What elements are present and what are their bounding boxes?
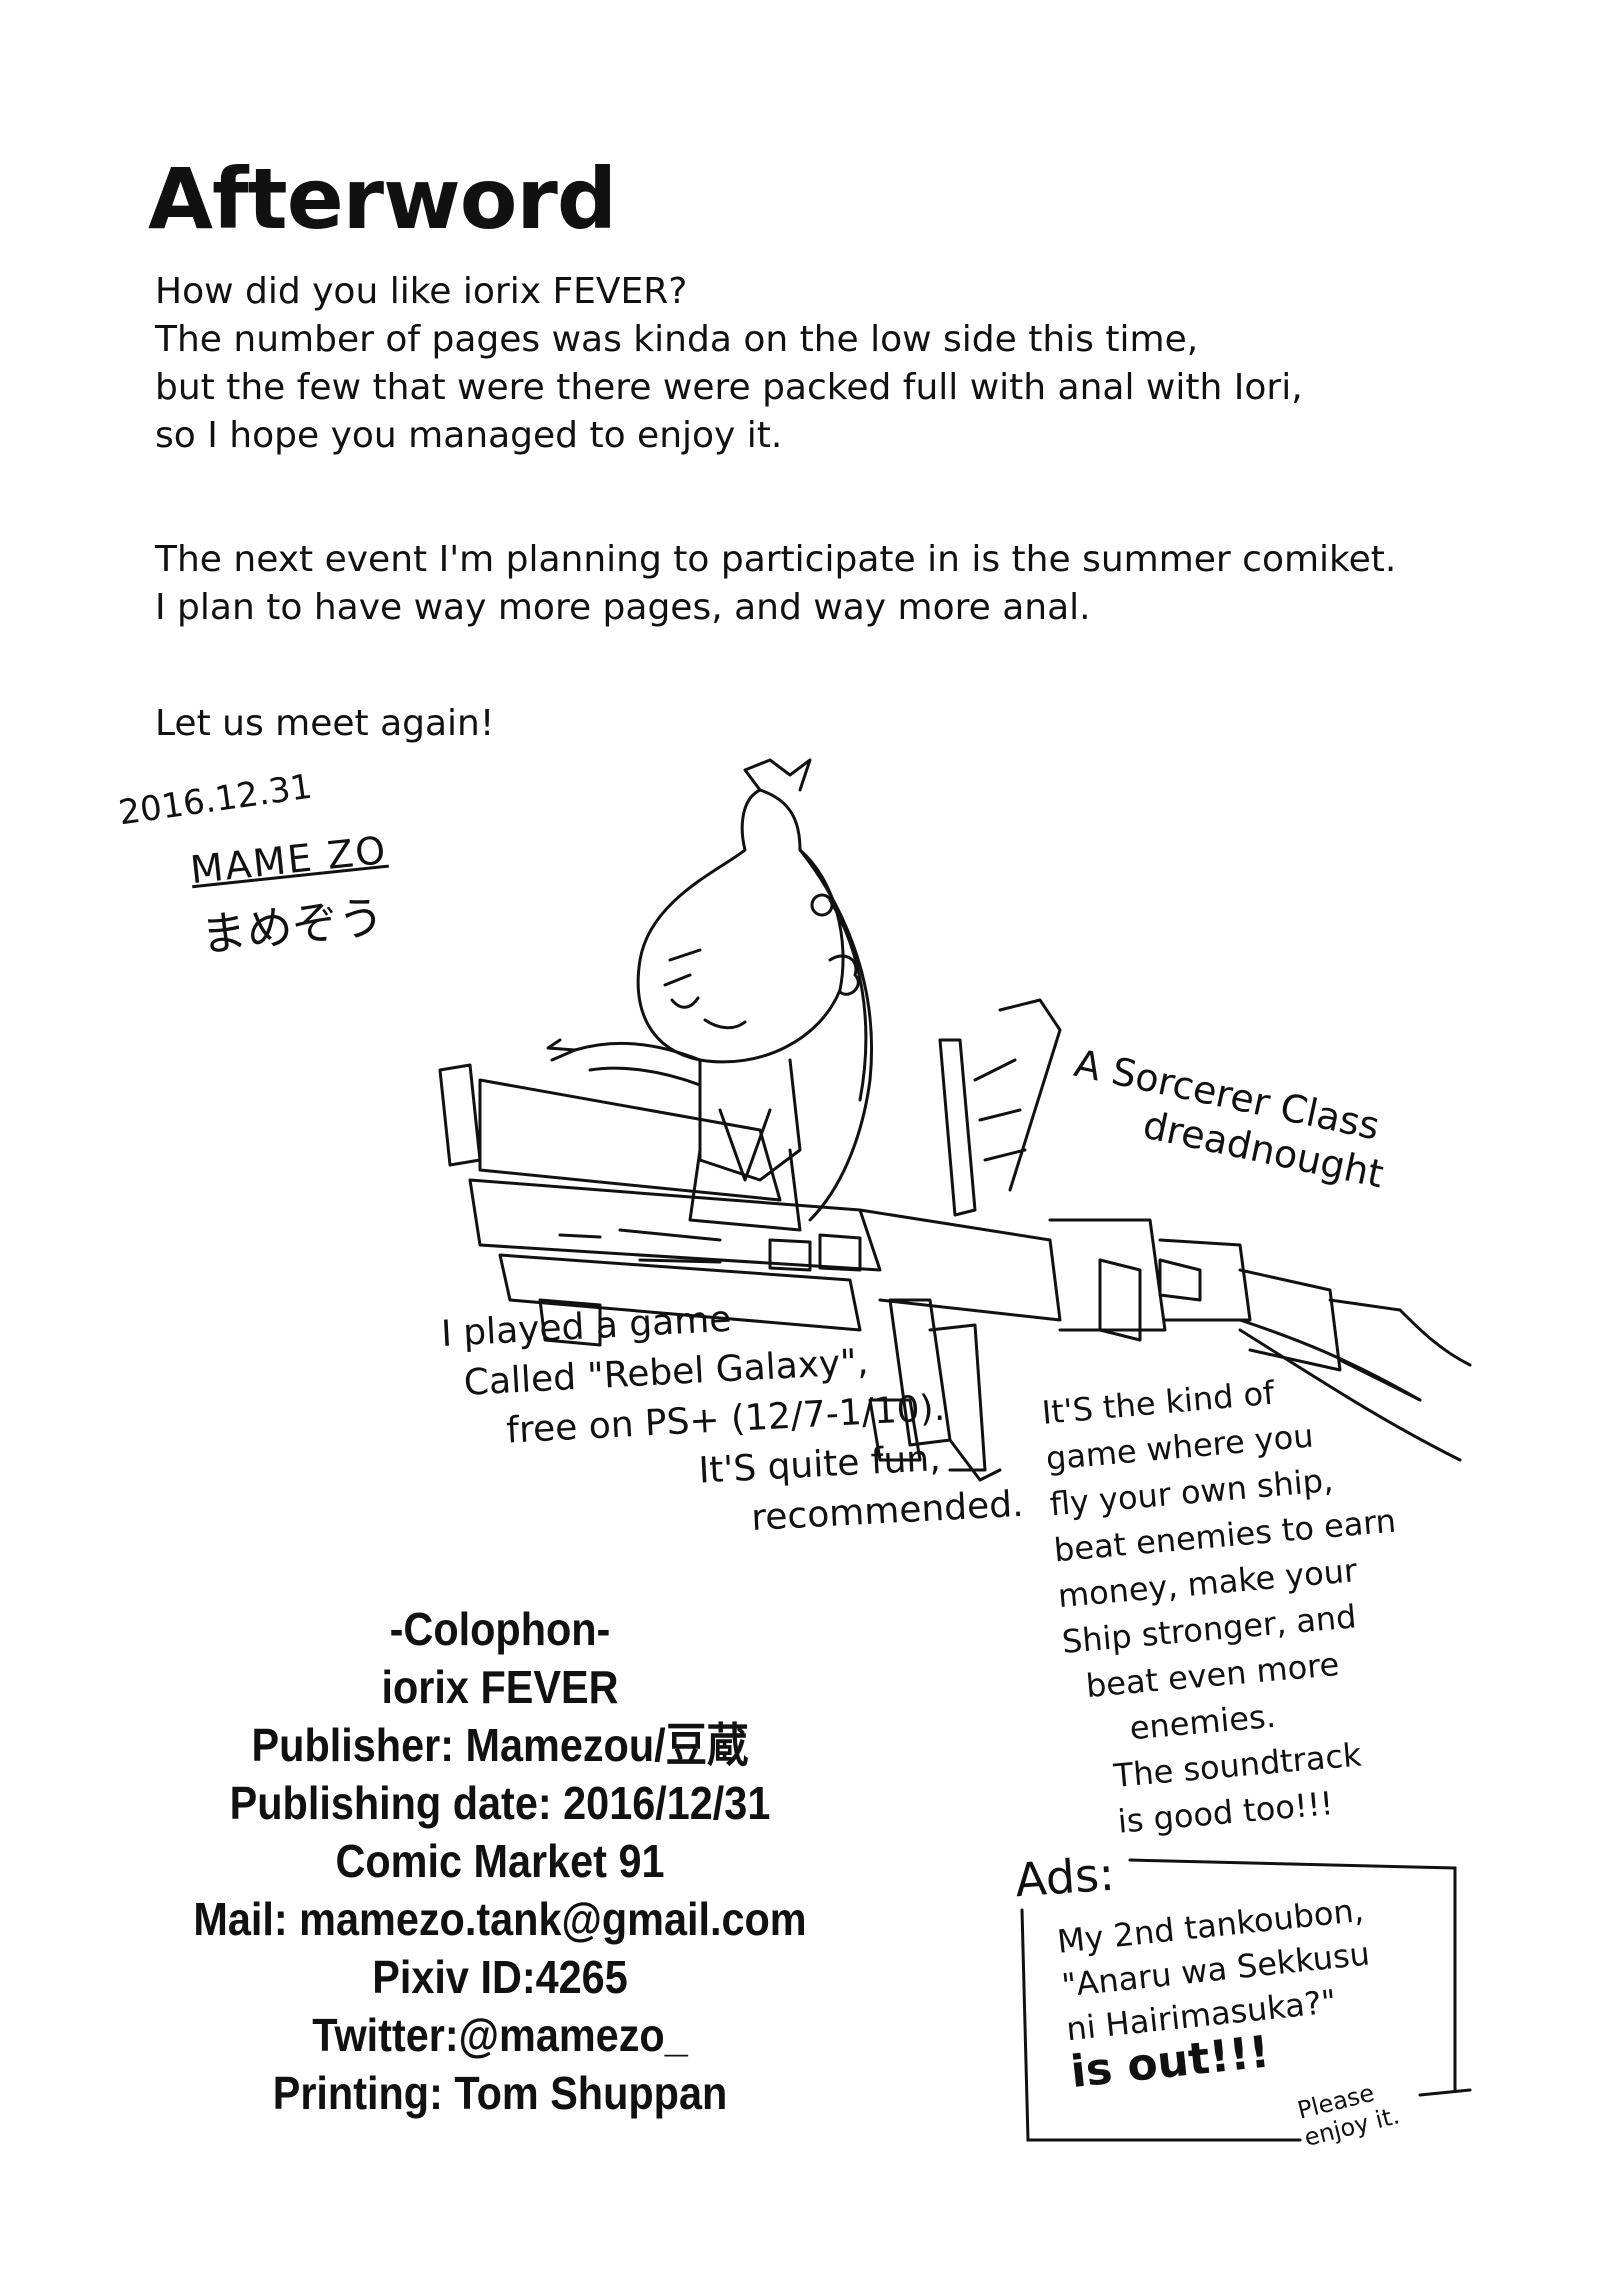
- afterword-line: How did you like iorix FEVER?: [155, 271, 688, 312]
- colophon-twitter: Twitter:@mamezo_: [312, 2009, 688, 2061]
- colophon-mail: Mail: mamezo.tank@gmail.com: [193, 1893, 807, 1945]
- colophon: -Colophon- iorix FEVER Publisher: Mamezo…: [185, 1600, 815, 2122]
- page-title: Afterword: [148, 150, 617, 248]
- colophon-heading: -Colophon-: [389, 1603, 611, 1655]
- game-note: I played a game Called "Rebel Galaxy", f…: [440, 1280, 1025, 1560]
- colophon-event: Comic Market 91: [335, 1835, 665, 1887]
- game-description: It'S the kind of game where you fly your…: [1040, 1360, 1422, 1848]
- afterword-line: I plan to have way more pages, and way m…: [155, 587, 1091, 628]
- afterword-line: The next event I'm planning to participa…: [155, 539, 1397, 580]
- colophon-date: Publishing date: 2016/12/31: [229, 1777, 771, 1829]
- colophon-title: iorix FEVER: [381, 1661, 619, 1713]
- colophon-printing: Printing: Tom Shuppan: [272, 2067, 728, 2119]
- afterword-line: but the few that were there were packed …: [155, 367, 1303, 408]
- ads-label: Ads:: [1013, 1846, 1117, 1908]
- ads-text: My 2nd tankoubon, "Anaru wa Sekkusu ni H…: [1055, 1888, 1381, 2098]
- afterword-line: so I hope you managed to enjoy it.: [155, 415, 783, 456]
- afterword-closing: Let us meet again!: [155, 703, 495, 744]
- ads-box-border: [1020, 1858, 1472, 2142]
- colophon-pixiv: Pixiv ID:4265: [372, 1951, 628, 2003]
- afterword-paragraph-2: The next event I'm planning to participa…: [155, 536, 1396, 632]
- afterword-line: The number of pages was kinda on the low…: [155, 319, 1199, 360]
- colophon-publisher: Publisher: Mamezou/豆蔵: [251, 1719, 749, 1771]
- afterword-paragraph-1: How did you like iorix FEVER? The number…: [155, 268, 1303, 460]
